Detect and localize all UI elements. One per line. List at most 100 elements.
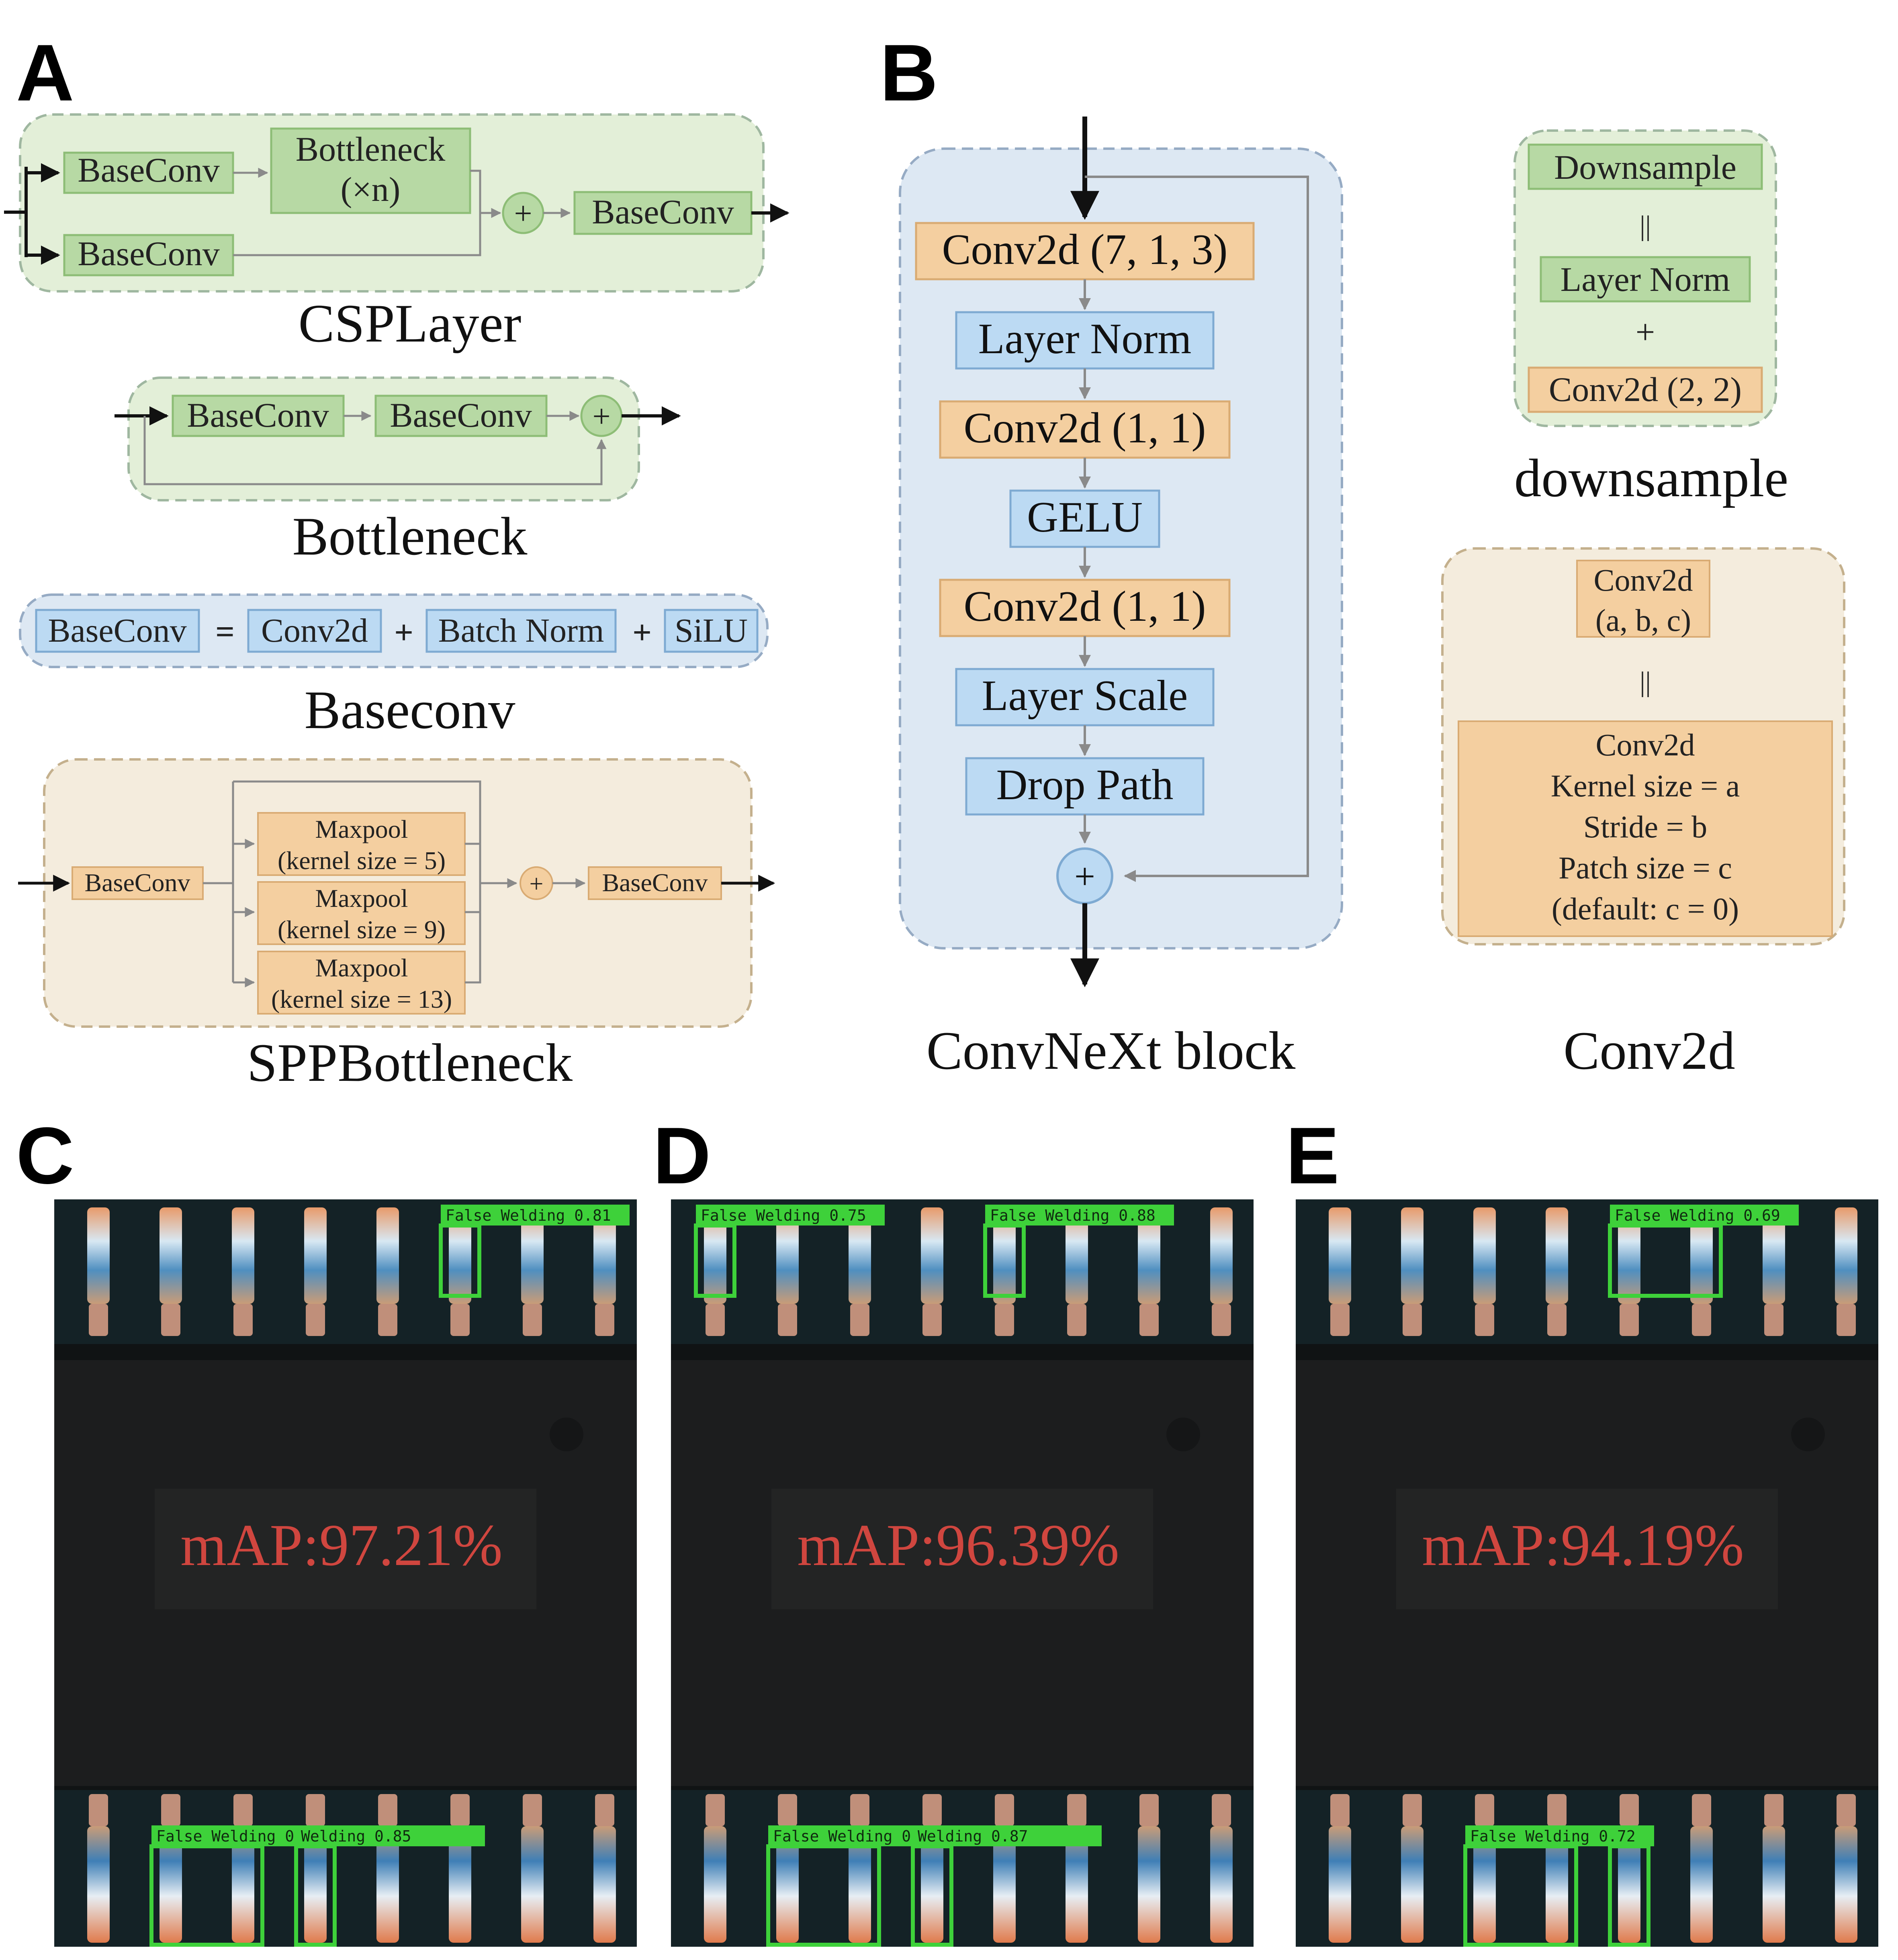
conv2d-def-line: (default: c = 0) [1552, 891, 1739, 926]
csp-baseconv-out-label: BaseConv [592, 192, 734, 231]
baseconv-definition: BaseConv = Conv2d + Batch Norm + SiLU Ba… [19, 593, 769, 740]
chip-dimple [1791, 1418, 1825, 1451]
chip-pin-bottom-base [922, 1794, 942, 1826]
convnext-layer-label: Layer Scale [982, 672, 1188, 720]
downsample-equals: || [1640, 211, 1651, 241]
baseconv-batchnorm: Batch Norm [438, 612, 604, 649]
detection-label: False Welding 0.70 [773, 1827, 939, 1845]
conv2d-term-line1: Conv2d [1593, 563, 1693, 597]
baseconv-batchnorm-box [425, 609, 617, 653]
chip-pin-bottom-base [450, 1794, 470, 1826]
chip-pin-bottom [1401, 1826, 1424, 1943]
detection-label-bg [696, 1205, 885, 1226]
spp-add-symbol: + [530, 870, 544, 898]
bottleneck-baseconv-1-label: BaseConv [187, 396, 329, 434]
chip-pin-bottom-base [1475, 1794, 1494, 1826]
downsample-layernorm: Layer Norm [1561, 260, 1730, 299]
panel-label-e: E [1286, 1111, 1339, 1201]
board-bottom-strip [54, 1790, 637, 1947]
csp-add-symbol: + [514, 196, 532, 231]
csp-layer-caption: CSPLayer [299, 294, 522, 354]
chip-pin-top-base [1547, 1304, 1567, 1336]
chip-pin-bottom [1763, 1826, 1785, 1943]
chip-pin-bottom [304, 1826, 327, 1943]
chip-pin-top-base [1620, 1304, 1639, 1336]
chip-pin-top-base [1330, 1304, 1350, 1336]
chip-pin-bottom-base [1692, 1794, 1711, 1826]
chip-pin-top [1138, 1207, 1160, 1304]
convnext-layer-box [955, 668, 1215, 726]
chip-pin-top-base [1764, 1304, 1783, 1336]
convnext-layer-box [955, 311, 1215, 370]
baseconv-caption: Baseconv [305, 680, 515, 740]
chip-pin-top [849, 1207, 871, 1304]
chip-pin-bottom [776, 1826, 799, 1943]
chip-pin-bottom-base [1764, 1794, 1783, 1826]
chip-pin-top-base [922, 1304, 942, 1336]
chip-pin-bottom [87, 1826, 110, 1943]
baseconv-equals: = [215, 613, 235, 651]
conv2d-def-line: Kernel size = a [1551, 768, 1740, 803]
chip-dimple [550, 1418, 583, 1451]
spp-baseconv-in-label: BaseConv [84, 868, 190, 897]
csp-baseconv-bottom-label: BaseConv [78, 234, 220, 273]
chip-pin-bottom [1546, 1826, 1568, 1943]
chip-pin-bottom [993, 1826, 1016, 1943]
map-overlay [155, 1489, 536, 1609]
chip-pin-top-base [1403, 1304, 1422, 1336]
baseconv-conv2d: Conv2d [261, 612, 368, 649]
detection-label: False Welding 0.76 [156, 1827, 322, 1845]
chip-pin-bottom [593, 1826, 616, 1943]
chip-pin-top-base [1212, 1304, 1231, 1336]
detection-label-bg [913, 1825, 1102, 1846]
spp-maxpool-9 [257, 881, 466, 945]
conv2d-caption: Conv2d [1563, 1021, 1735, 1081]
baseconv-plus-2: + [632, 614, 652, 651]
spp-bottleneck-diagram: BaseConv Maxpool (kernel size = 5) Maxpo… [18, 758, 775, 1093]
chip-pin-top [232, 1207, 254, 1304]
bottleneck-baseconv-2 [374, 395, 548, 437]
detection-label-bg [985, 1205, 1174, 1226]
downsample-definition: Downsample || Layer Norm + Conv2d (2, 2)… [1513, 129, 1788, 508]
chip-pin-bottom-base [595, 1794, 614, 1826]
chip-pin-top-base [306, 1304, 325, 1336]
spp-caption: SPPBottleneck [247, 1033, 573, 1093]
spp-maxpool-5-line1: Maxpool [315, 815, 408, 843]
chip-pin-top [160, 1207, 182, 1304]
chip-pin-bottom [160, 1826, 182, 1943]
chip-pin-bottom-base [306, 1794, 325, 1826]
baseconv-term-box [35, 609, 200, 653]
csp-baseconv-bottom [63, 234, 234, 276]
chip-pin-bottom [1618, 1826, 1640, 1943]
downsample-caption: downsample [1514, 448, 1788, 508]
chip-pin-top-base [378, 1304, 397, 1336]
baseconv-term: BaseConv [48, 612, 186, 649]
map-score: mAP:94.19% [1422, 1512, 1744, 1578]
detection-label: False Welding 0.88 [990, 1207, 1156, 1224]
spp-maxpool-13 [257, 951, 466, 1015]
chip-pin-top [1618, 1207, 1640, 1304]
chip-pin-top [1473, 1207, 1496, 1304]
bottleneck-caption: Bottleneck [292, 507, 528, 567]
chip-pin-top-base [233, 1304, 253, 1336]
baseconv-silu-box [664, 609, 759, 653]
chip-pin-top [1546, 1207, 1568, 1304]
chip-pin-top [1763, 1207, 1785, 1304]
chip-pin-top-base [778, 1304, 797, 1336]
bottleneck-baseconv-1 [172, 395, 345, 437]
downsample-plus: + [1636, 313, 1655, 351]
panel-label-d: D [653, 1111, 711, 1201]
conv2d-def-line: Conv2d [1595, 727, 1695, 762]
chip-pin-top [993, 1207, 1016, 1304]
chip-pin-top [1329, 1207, 1351, 1304]
convnext-caption: ConvNeXt block [927, 1021, 1296, 1081]
chip-pin-bottom [521, 1826, 544, 1943]
chip-pin-bottom-base [995, 1794, 1014, 1826]
chip-pin-bottom-base [1547, 1794, 1567, 1826]
chip-pin-top [593, 1207, 616, 1304]
chip-pin-bottom [921, 1826, 943, 1943]
downsample-layernorm-box [1540, 256, 1751, 303]
